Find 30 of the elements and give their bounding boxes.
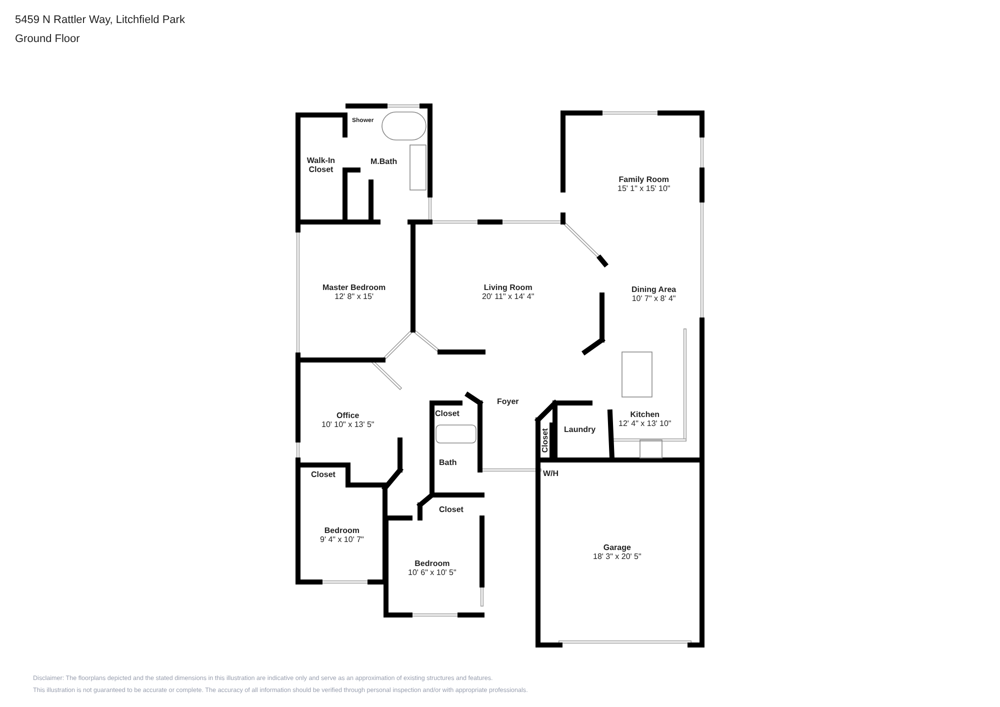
room-name: Dining Area [632, 285, 676, 294]
room-name: Closet [311, 470, 336, 478]
room-name: M.Bath [370, 156, 398, 166]
room-name: Kitchen [630, 410, 660, 419]
room-name: Closet [540, 428, 550, 452]
room-dimensions: 10' 10" x 13' 5" [322, 420, 374, 429]
room-name: Bedroom [414, 559, 450, 568]
room-name: Garage [603, 543, 631, 552]
room-dimensions: 12' 8" x 15' [334, 292, 374, 301]
room-dimensions: 18' 3" x 20' 5" [593, 552, 642, 561]
address-title: 5459 N Rattler Way, Litchfield Park [15, 14, 185, 26]
room-name: Foyer [497, 396, 519, 406]
floor-name: Ground Floor [15, 33, 80, 45]
room-dimensions: 10' 7" x 8' 4" [632, 294, 676, 303]
room-name: Living Room [484, 283, 532, 292]
room-name: Walk-In Closet [306, 156, 336, 174]
room-dimensions: 12' 4" x 13' 10" [618, 419, 672, 428]
room-name: Office [336, 411, 360, 420]
room-name: Closet [439, 504, 464, 514]
room-name: Master Bedroom [322, 283, 386, 292]
room-dimensions: 9' 4" x 10' 7" [320, 535, 364, 544]
room-dimensions: 20' 11" x 14' 4" [482, 292, 534, 301]
room-name: Laundry [564, 424, 596, 434]
room-name: Bedroom [324, 526, 360, 535]
room-name: Bath [439, 458, 457, 466]
room-dimensions: 15' 1" x 15' 10" [618, 184, 670, 193]
room-name: W/H [543, 468, 559, 478]
room-dimensions: 10' 6" x 10' 5" [408, 568, 456, 577]
room-name: Closet [435, 408, 460, 418]
room-name: Family Room [618, 175, 669, 184]
